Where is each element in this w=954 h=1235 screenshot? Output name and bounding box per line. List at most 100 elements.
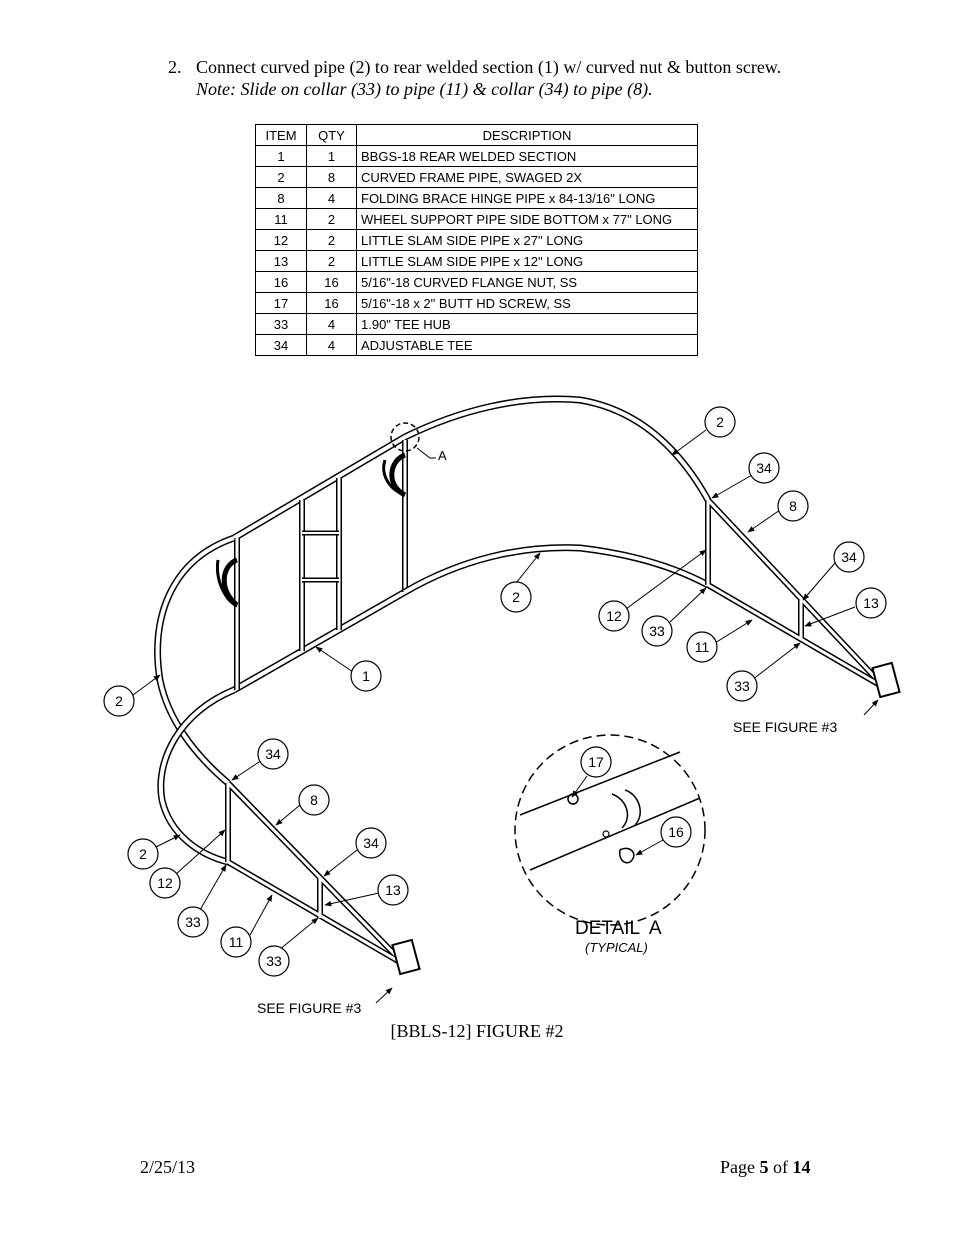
callout-2: 2 [704, 406, 736, 438]
assembly-diagram: 2 34 8 34 13 2 12 33 11 33 1 2 34 8 2 12… [103, 395, 901, 1016]
cell-item: 16 [255, 271, 307, 293]
callout-33: 33 [258, 945, 290, 977]
cell-item: 2 [255, 166, 307, 188]
svg-text:33: 33 [185, 914, 201, 930]
figure-caption: [BBLS-12] FIGURE #2 [390, 1021, 564, 1041]
cell-description: FOLDING BRACE HINGE PIPE x 84-13/16" LON… [356, 187, 698, 209]
header-description: DESCRIPTION [356, 124, 698, 146]
svg-text:13: 13 [863, 595, 879, 611]
hinge-bracket-right [871, 661, 901, 699]
hinge-bracket-left [391, 938, 421, 976]
footer-date: 2/25/13 [140, 1157, 196, 1177]
svg-text:2: 2 [512, 589, 520, 605]
cell-description: 5/16"-18 CURVED FLANGE NUT, SS [356, 271, 698, 293]
header-item: ITEM [255, 124, 307, 146]
callout-34: 34 [257, 738, 289, 770]
cell-qty: 8 [306, 166, 357, 188]
step-text: Connect curved pipe (2) to rear welded s… [196, 57, 782, 77]
cell-qty: 4 [306, 187, 357, 209]
callout-8: 8 [777, 490, 809, 522]
callout-17: 17 [580, 746, 612, 778]
cell-description: CURVED FRAME PIPE, SWAGED 2X [356, 166, 698, 188]
svg-text:8: 8 [310, 792, 318, 808]
svg-text:11: 11 [695, 639, 710, 655]
callout-13: 13 [855, 587, 887, 619]
svg-text:1: 1 [362, 668, 370, 684]
callout-33: 33 [177, 906, 209, 938]
cell-qty: 16 [306, 271, 357, 293]
svg-text:33: 33 [649, 623, 665, 639]
svg-text:2: 2 [139, 846, 147, 862]
cell-qty: 2 [306, 229, 357, 251]
callout-2: 2 [500, 581, 532, 613]
callouts: 2 34 8 34 13 2 12 33 11 33 1 2 34 8 2 12… [103, 406, 887, 977]
svg-text:34: 34 [756, 460, 772, 476]
cell-item: 33 [255, 313, 307, 335]
step-number: 2. [168, 57, 182, 77]
cell-item: 13 [255, 250, 307, 272]
svg-text:13: 13 [385, 882, 401, 898]
callout-33: 33 [641, 615, 673, 647]
svg-text:17: 17 [588, 754, 604, 770]
svg-text:2: 2 [115, 693, 123, 709]
callout-13: 13 [377, 874, 409, 906]
cell-description: 1.90" TEE HUB [356, 313, 698, 335]
callout-2: 2 [103, 685, 135, 717]
svg-text:33: 33 [734, 678, 750, 694]
callout-34: 34 [833, 541, 865, 573]
leader-lines [132, 429, 879, 1004]
cell-item: 12 [255, 229, 307, 251]
svg-text:34: 34 [363, 835, 379, 851]
callout-2: 2 [127, 838, 159, 870]
callout-33: 33 [726, 670, 758, 702]
cell-description: LITTLE SLAM SIDE PIPE x 12" LONG [356, 250, 698, 272]
detail-a-circle [514, 734, 706, 926]
cell-description: WHEEL SUPPORT PIPE SIDE BOTTOM x 77" LON… [356, 208, 698, 230]
cell-qty: 4 [306, 313, 357, 335]
page-mid: of [768, 1157, 793, 1177]
curved-pipe-top [403, 395, 712, 502]
svg-text:33: 33 [266, 953, 282, 969]
page-current: 5 [759, 1157, 769, 1177]
cell-qty: 16 [306, 292, 357, 314]
cell-qty: 1 [306, 145, 357, 167]
rear-section-verticals [234, 440, 408, 690]
svg-text:16: 16 [668, 824, 684, 840]
cell-item: 17 [255, 292, 307, 314]
see-figure-right: SEE FIGURE #3 [733, 719, 837, 735]
svg-text:12: 12 [157, 875, 173, 891]
detail-subtitle: (TYPICAL) [585, 940, 648, 955]
cell-qty: 2 [306, 250, 357, 272]
cell-qty: 4 [306, 334, 357, 356]
cell-item: 1 [255, 145, 307, 167]
callout-34: 34 [748, 452, 780, 484]
cell-description: ADJUSTABLE TEE [356, 334, 698, 356]
svg-text:11: 11 [229, 934, 244, 950]
page-total: 14 [792, 1157, 811, 1177]
callout-1: 1 [350, 660, 382, 692]
callout-11: 11 [686, 631, 718, 663]
cell-description: LITTLE SLAM SIDE PIPE x 27" LONG [356, 229, 698, 251]
callout-12: 12 [598, 600, 630, 632]
cell-item: 8 [255, 187, 307, 209]
callout-8: 8 [298, 784, 330, 816]
svg-text:34: 34 [841, 549, 857, 565]
see-figure-left: SEE FIGURE #3 [257, 1000, 361, 1016]
svg-text:2: 2 [716, 414, 724, 430]
callout-11: 11 [220, 926, 252, 958]
svg-text:34: 34 [265, 746, 281, 762]
step-note: Note: Slide on collar (33) to pipe (11) … [196, 79, 653, 99]
cell-qty: 2 [306, 208, 357, 230]
parts-table-header: ITEM QTY DESCRIPTION [255, 124, 698, 146]
cell-description: 5/16"-18 x 2" BUTT HD SCREW, SS [356, 292, 698, 314]
